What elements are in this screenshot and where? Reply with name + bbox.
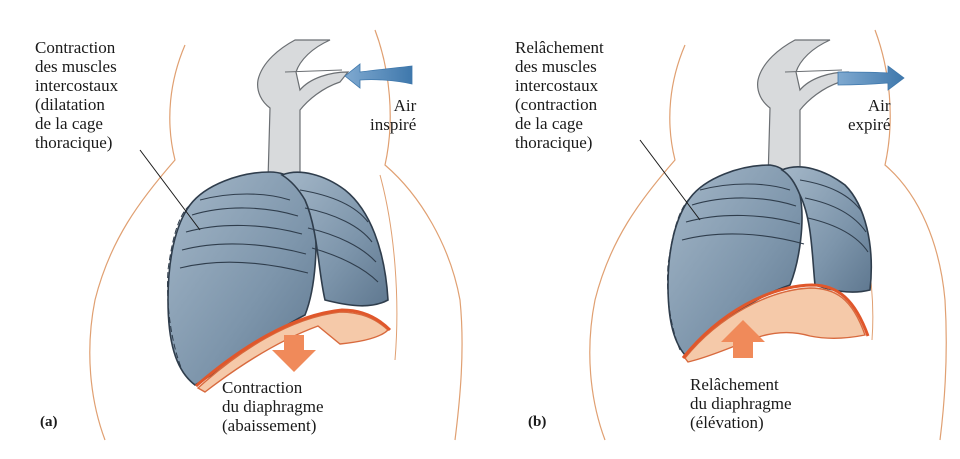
diaphragm-down-arrow: [272, 335, 316, 372]
panel-a-air-label: Air inspiré: [370, 96, 417, 134]
panel-b-diaphragm-label: Relâchement du diaphragme (élévation): [690, 375, 792, 432]
diaphragm-up-arrow: [721, 320, 765, 358]
panel-a-tag: (a): [40, 414, 58, 430]
panel-b-air-label: Air expiré: [848, 96, 891, 134]
air-inspire-arrow: [344, 63, 413, 89]
panel-a-muscle-label: Contraction des muscles intercostaux (di…: [35, 38, 119, 152]
air-expire-arrow: [837, 65, 905, 91]
panel-a-diaphragm-label: Contraction du diaphragme (abaissement): [222, 378, 324, 435]
panel-b-tag: (b): [528, 414, 547, 430]
panel-b-muscle-label: Relâchement des muscles intercostaux (co…: [515, 38, 604, 152]
